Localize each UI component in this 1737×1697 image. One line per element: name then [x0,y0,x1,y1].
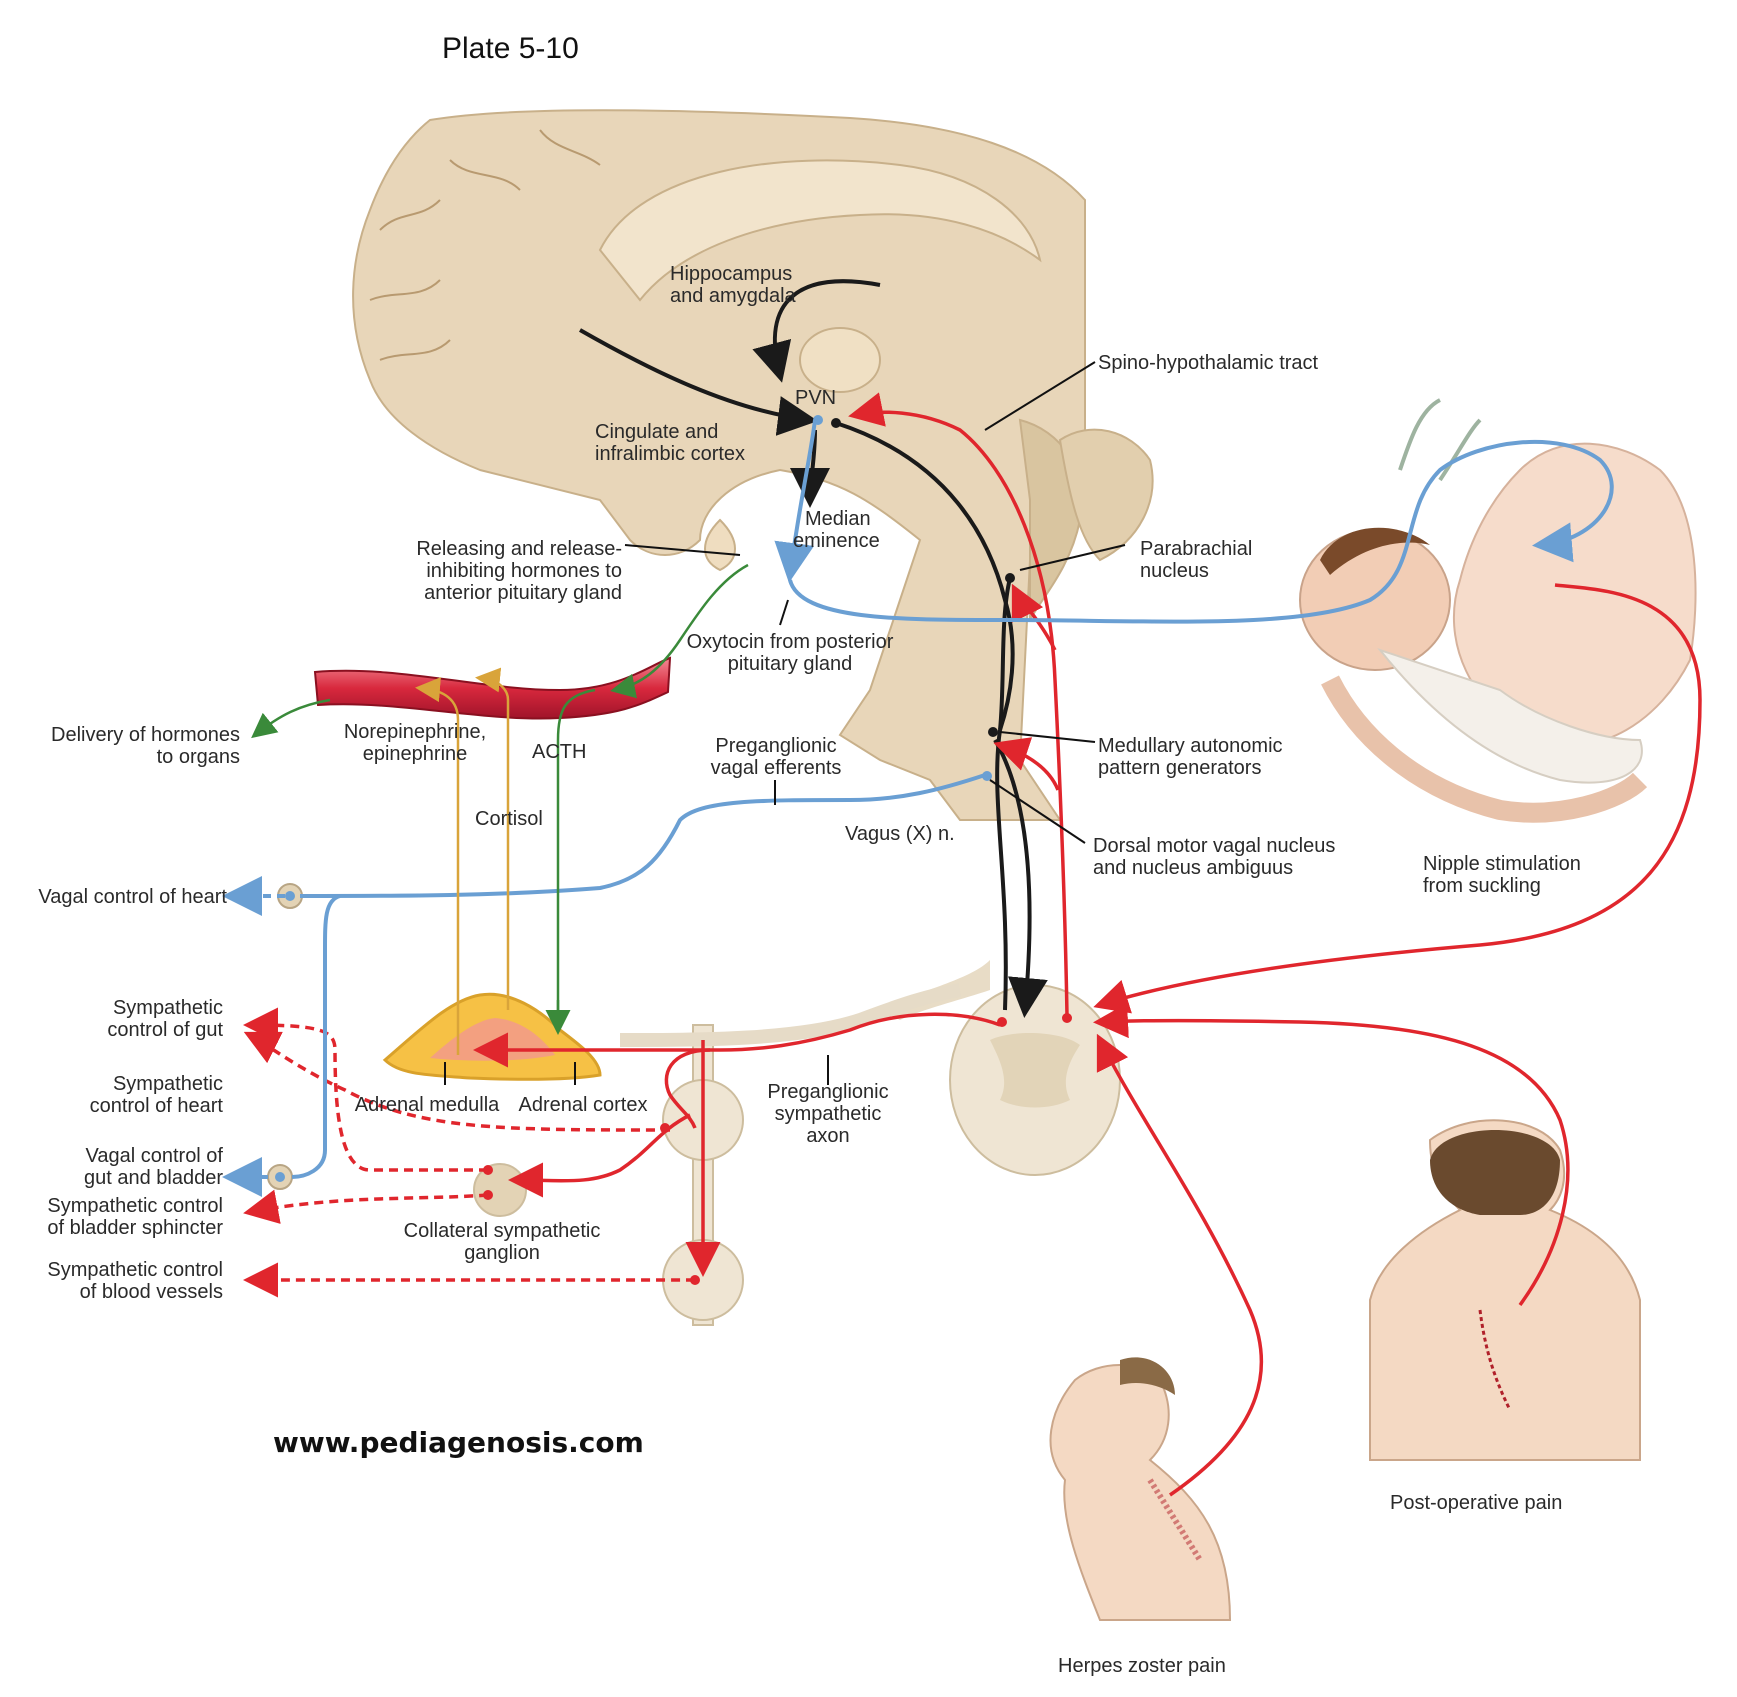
pvn-to-median-eminence-path [790,429,831,508]
symp-gut-path [243,1007,488,1172]
label-acth: ACTH [532,741,586,763]
label-vagal-heart: Vagal control of heart [38,886,227,908]
preganglionic-sympathetic-path [473,1012,1001,1068]
label-cortisol: Cortisol [475,808,543,830]
blood-vessel [313,656,672,720]
chain-node [660,1123,670,1133]
back-figure-illustration [1369,1119,1641,1461]
label-vagus: Vagus (X) n. [845,823,955,845]
spinal-cord-section [880,960,1121,1176]
symp-heart-path [243,1031,671,1132]
dorsal-motor-node [982,771,992,781]
nipple-afferent-path [1093,583,1702,1014]
label-releasing: Releasing and release-inhibiting hormone… [416,538,622,604]
pvn-oxytocin-path [774,419,817,583]
vessel-chain-node [690,1275,700,1285]
norepinephrine-path [415,677,460,1055]
suckling-illustration [1299,398,1697,823]
label-norepi: Norepinephrine,epinephrine [344,721,486,765]
herpes-afferent-path [1096,1033,1264,1497]
brain-illustration [352,109,1154,821]
cortisol-path [475,667,510,1010]
vagal-gut-trunk-path [291,894,341,1179]
vagal-gut-node [275,1172,285,1182]
collateral-ganglion-node [473,1163,527,1217]
vagal-heart-node [285,891,295,901]
cortex-to-pvn-path [579,328,818,436]
spinal-node-b [1062,1013,1072,1023]
label-spino: Spino-hypothalamic tract [1098,352,1319,374]
to-parabrachial-path [1011,583,1057,651]
spino-hypothalamic-path [848,392,1069,1016]
collateral-node-b [483,1190,493,1200]
medullary-node [988,727,998,737]
plate-title: Plate 5-10 [442,32,579,65]
adrenal-gland [382,992,602,1081]
label-adrenal-medulla: Adrenal medulla [355,1094,500,1116]
postop-afferent-path [1093,1003,1570,1307]
acth-trunk-path [556,688,596,1030]
symp-bladder-path [243,1189,489,1225]
hippocampus-to-pvn-path [752,279,881,383]
label-herpes: Herpes zoster pain [1058,1655,1226,1677]
pvn-node [813,415,823,425]
label-postop: Post-operative pain [1390,1492,1562,1514]
collateral-node-a [483,1165,493,1175]
parabrachial-node [1005,573,1015,583]
label-adrenal-cortex: Adrenal cortex [519,1094,648,1116]
parabrachial-to-medulla-path [998,577,1012,731]
pvn-node-black [831,418,841,428]
herpes-figure-illustration [1049,1357,1232,1621]
pvn-descending-path [835,421,1015,731]
oxytocin-loop-path [788,439,1614,624]
to-medullary-path [993,737,1060,791]
label-pvn: PVN [795,387,836,409]
delivery-path [251,698,331,739]
pituitary-to-blood-path [610,563,749,699]
spinal-node-a [997,1017,1007,1027]
website-link[interactable]: www.pediagenosis.com [273,1426,644,1459]
